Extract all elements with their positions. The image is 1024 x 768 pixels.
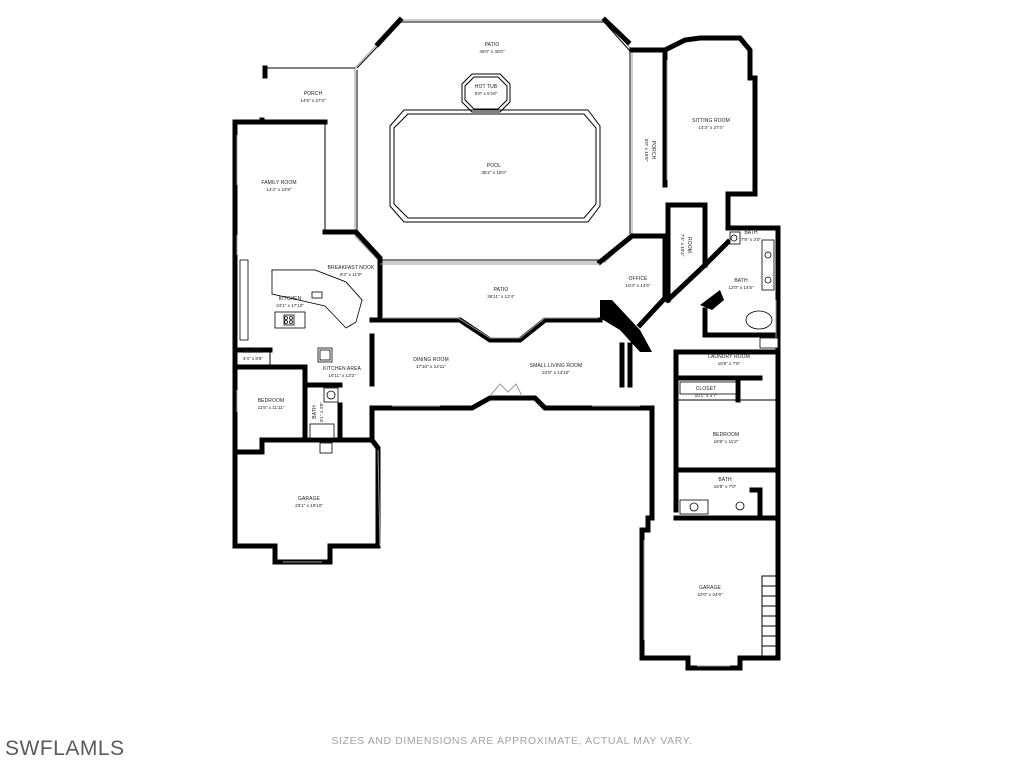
room-dim: 10'4" x 14'5" bbox=[625, 283, 651, 288]
fixtures bbox=[239, 231, 779, 515]
room-dim: 11'5" x 11'11" bbox=[258, 405, 285, 410]
room-name: GARAGE bbox=[699, 585, 722, 591]
room-name: BATH bbox=[718, 477, 732, 483]
room-name: POOL bbox=[487, 163, 501, 169]
room-dim: 35'2" x 18'0" bbox=[481, 170, 507, 175]
room-name: SITTING ROOM bbox=[692, 118, 730, 124]
room-dim: 7'4" x 10'4" bbox=[680, 234, 685, 257]
room-dim: 16'8" x 7'0" bbox=[714, 484, 737, 489]
room-name: HOT TUB bbox=[475, 84, 498, 90]
room-dim: 14'3" x 27'4" bbox=[698, 125, 724, 130]
room-dim: 9'1" x 4'8" bbox=[319, 402, 324, 422]
screen-enclosure bbox=[354, 19, 633, 263]
room-name: BEDROOM bbox=[258, 398, 285, 404]
room-name: PATIO bbox=[494, 287, 509, 293]
pool-outline bbox=[389, 109, 601, 223]
room-name: PORCH bbox=[650, 141, 656, 160]
room-dim: 24'1" x 17'10" bbox=[276, 303, 304, 308]
office-column bbox=[600, 300, 652, 352]
room-name: PORCH bbox=[304, 91, 323, 97]
room-dim: 4'4" x 8'5" bbox=[243, 356, 263, 361]
garage-stairs bbox=[761, 575, 777, 657]
room-dim: 16'8" x 7'6" bbox=[718, 361, 741, 366]
room-name: FAMILY ROOM bbox=[261, 180, 296, 186]
disclaimer-text: SIZES AND DIMENSIONS ARE APPROXIMATE, AC… bbox=[331, 735, 693, 747]
room-name: PANTRY bbox=[243, 349, 264, 355]
room-name: LAUNDRY ROOM bbox=[708, 354, 750, 360]
room-dim: 10'11" x 13'2" bbox=[328, 373, 356, 378]
room-name: BATH bbox=[312, 405, 318, 419]
room-dim: 16'8" x 11'2" bbox=[714, 439, 739, 444]
room-dim: 10'1" x 3'7" bbox=[695, 393, 718, 398]
room-dim: 7'9" x 3'0" bbox=[741, 237, 761, 242]
room-dim: 17'10" x 13'11" bbox=[416, 364, 446, 369]
room-dim: 14'4" x 22'8" bbox=[266, 187, 292, 192]
room-name: PATIO bbox=[485, 42, 500, 48]
room-dim: 9'3" x 11'9" bbox=[340, 272, 363, 277]
walls bbox=[232, 16, 781, 671]
room-name: BEDROOM bbox=[713, 432, 740, 438]
room-dim: 22'0" x 24'9" bbox=[697, 592, 723, 597]
mls-logo: SWFLAMLS bbox=[5, 737, 125, 760]
room-dim: 6'8" x 5'10" bbox=[475, 91, 498, 96]
windows bbox=[236, 60, 777, 667]
room-dim: 14'9" x 27'3" bbox=[300, 98, 326, 103]
room-name: DINING ROOM bbox=[413, 357, 449, 363]
room-dim: 23'1" x 19'10" bbox=[295, 503, 323, 508]
room-name: KITCHEN AREA bbox=[323, 366, 361, 372]
room-name: OFFICE bbox=[629, 276, 648, 282]
room-name: ROOM bbox=[686, 237, 692, 253]
room-name: GARAGE bbox=[298, 496, 321, 502]
hot-tub-outline bbox=[461, 73, 511, 113]
room-name: KITCHEN bbox=[279, 296, 302, 302]
room-name: SMALL LIVING ROOM bbox=[530, 363, 583, 369]
room-name: BATH bbox=[734, 278, 748, 284]
room-dim: 46'0" x 40'0" bbox=[479, 49, 505, 54]
room-name: CLOSET bbox=[696, 386, 717, 392]
room-name: BATH bbox=[744, 230, 758, 236]
room-dim: 12'0" x 14'5" bbox=[728, 285, 754, 290]
room-dim: 24'8" x 14'10" bbox=[542, 370, 570, 375]
room-dim: 5'0" x 16'8" bbox=[644, 139, 649, 162]
room-name: BREAKFAST NOOK bbox=[328, 265, 375, 271]
room-labels: PATIO 46'0" x 40'0" HOT TUB 6'8" x 5'10"… bbox=[243, 42, 762, 597]
room-dim: 36'11" x 12'4" bbox=[487, 294, 515, 299]
